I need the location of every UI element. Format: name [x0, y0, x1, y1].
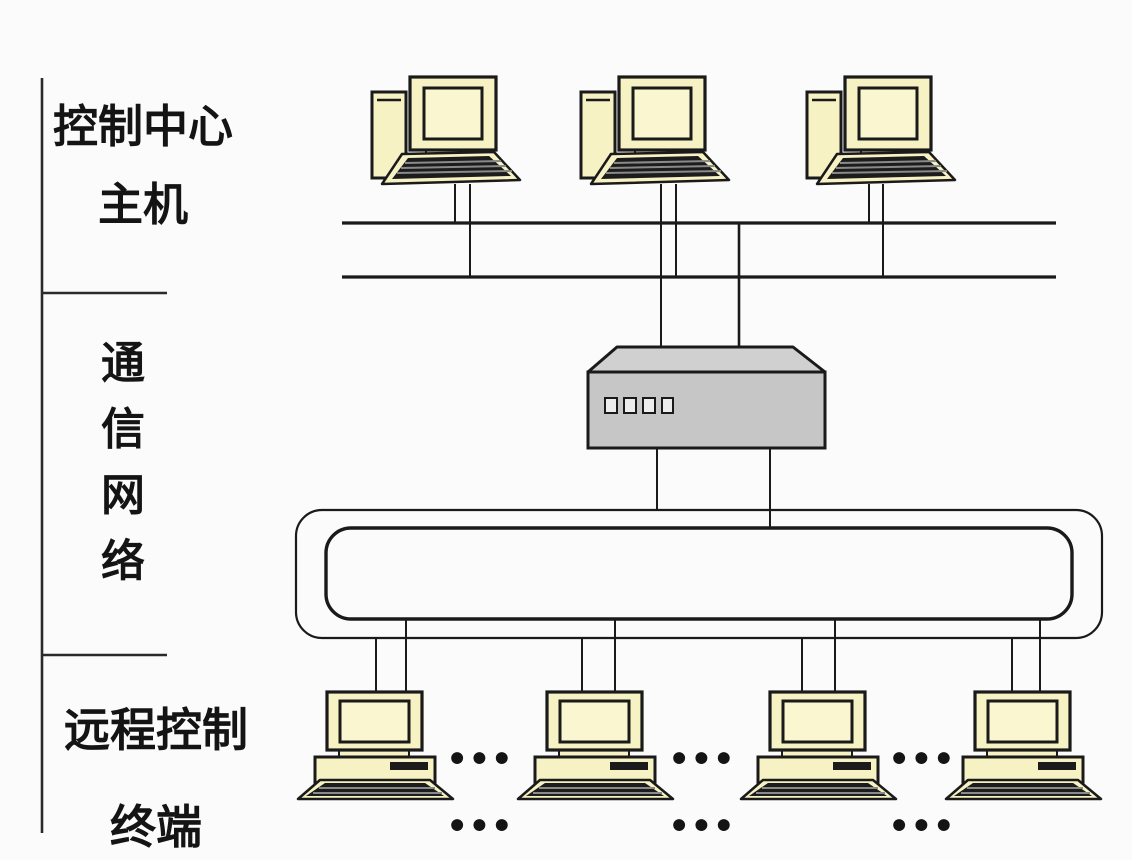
label-control-center-line2: 主机 [97, 180, 188, 230]
network-device-buttons [604, 397, 674, 414]
terminal-computer-3 [739, 690, 898, 801]
label-comm-network-char-4: 络 [101, 537, 145, 586]
network-device [586, 345, 827, 450]
ellipsis-mid-1: ... [446, 704, 513, 779]
ellipsis-bottom-3: ... [888, 771, 955, 846]
terminal-computer-1 [296, 690, 455, 801]
host-bus [342, 221, 1056, 279]
label-control-center-line1: 控制中心 [52, 102, 233, 152]
ellipsis-bottom-1: ... [446, 771, 513, 846]
label-comm-network-char-2: 信 [101, 405, 145, 454]
label-comm-network-char-1: 通 [101, 339, 145, 388]
terminal-computer-4 [944, 690, 1103, 801]
label-remote-terminal-line1: 远程控制 [64, 705, 248, 756]
label-comm-network-char-3: 网 [101, 471, 145, 520]
device-ring-links [656, 448, 771, 528]
network-device-top-face [586, 345, 827, 374]
ellipsis-mid-3: ... [888, 704, 955, 779]
ellipsis-bottom-2: ... [668, 771, 735, 846]
host-drop-lines [454, 184, 884, 348]
ring-inner-loop [324, 526, 1074, 621]
ring-network [294, 508, 1104, 640]
host-computer-3 [805, 75, 957, 186]
terminal-computer-2 [516, 690, 675, 801]
host-computer-2 [579, 75, 731, 186]
terminal-drop-lines [375, 619, 1041, 693]
ring-outer-loop [294, 508, 1104, 640]
label-remote-terminal-line2: 终端 [110, 802, 202, 853]
host-computer-1 [370, 75, 522, 186]
section-bracket [40, 78, 167, 833]
ellipsis-mid-2: ... [668, 704, 735, 779]
label-comm-network: 通 信 网 络 [100, 331, 146, 595]
